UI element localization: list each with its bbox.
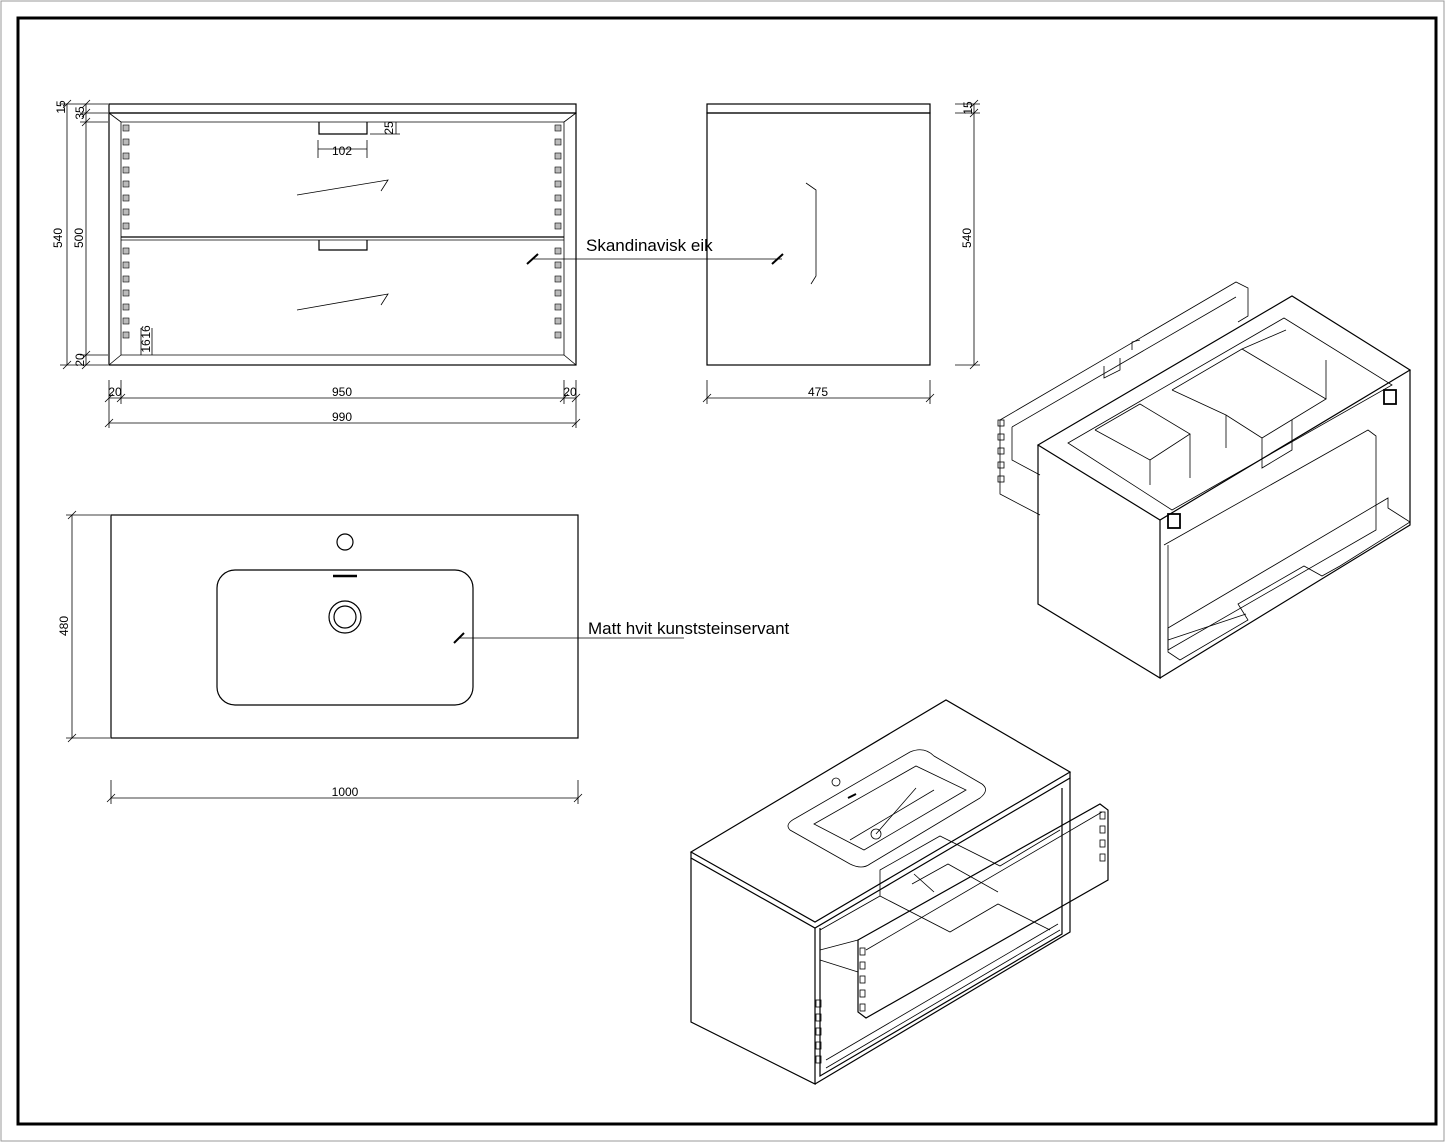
iso2-drain xyxy=(870,828,882,840)
drain-inner xyxy=(333,605,357,629)
opening-arrow-top xyxy=(296,179,389,196)
dim-left-20: 20 xyxy=(108,385,122,399)
dim-inner-16-a: 16 xyxy=(139,339,153,353)
front-cabinet-body xyxy=(108,112,577,366)
dovetail-joints-right xyxy=(554,124,562,339)
front-bottom-dimension-lines xyxy=(104,380,581,428)
basin-countertop-outline xyxy=(110,514,579,739)
oak-leader-line xyxy=(526,253,784,265)
tap-hole xyxy=(336,533,354,551)
side-cabinet-body xyxy=(706,112,931,366)
iso1-top-face xyxy=(1036,295,1412,521)
side-view: 15 540 475 xyxy=(702,99,980,404)
inner-16-dimension-lines xyxy=(140,328,153,355)
iso2-basin xyxy=(787,749,986,868)
basin-bowl xyxy=(216,569,474,706)
top-drawer-handle xyxy=(318,122,368,135)
iso2-drawer-front xyxy=(857,803,1109,1019)
dim-top-35: 35 xyxy=(73,106,87,120)
drain-outer xyxy=(328,600,362,634)
dim-handle-depth: 25 xyxy=(382,121,396,135)
iso2-tap-hole xyxy=(831,777,841,787)
iso1-dovetails xyxy=(997,419,1005,483)
side-countertop xyxy=(706,103,931,114)
dovetail-joints-left xyxy=(122,124,130,339)
front-left-dimension-lines xyxy=(60,99,108,370)
isometric-open-cabinet xyxy=(997,281,1412,680)
basin-dimension-lines xyxy=(66,510,583,804)
dim-bottom-20: 20 xyxy=(73,353,87,367)
bottom-drawer-handle xyxy=(318,240,368,251)
iso2-dovetails xyxy=(815,811,1106,1064)
iso1-bracket-left xyxy=(1167,513,1181,529)
dim-total-height: 540 xyxy=(51,228,65,248)
dim-total-width: 990 xyxy=(332,410,352,424)
basin-plan-view: 480 1000 Matt hvit kunststeinservant xyxy=(57,510,790,804)
material-label-basin: Matt hvit kunststeinservant xyxy=(588,619,790,638)
side-opening-arrow xyxy=(805,182,817,285)
front-countertop xyxy=(108,103,577,114)
side-dim-depth: 475 xyxy=(808,385,828,399)
side-dimension-lines xyxy=(702,99,980,404)
basin-dim-width: 1000 xyxy=(332,785,359,799)
dim-drawer-height: 500 xyxy=(72,228,86,248)
handle-dimension-lines xyxy=(317,122,400,158)
front-view: 15 35 540 500 20 102 25 16 16 xyxy=(51,99,784,428)
dim-right-20: 20 xyxy=(563,385,577,399)
dim-top-15: 15 xyxy=(54,100,68,114)
opening-arrow-bottom xyxy=(296,293,389,311)
iso1-bracket-right xyxy=(1383,389,1397,405)
dim-inner-16-b: 16 xyxy=(139,325,153,339)
side-dim-height: 540 xyxy=(960,228,974,248)
basin-dim-depth: 480 xyxy=(57,616,71,636)
drawing-frame xyxy=(16,16,1438,1126)
side-dim-top-15: 15 xyxy=(961,101,975,115)
dim-handle-width: 102 xyxy=(332,144,352,158)
dim-inner-width: 950 xyxy=(332,385,352,399)
basin-leader-line xyxy=(453,632,684,644)
material-label-oak: Skandinavisk eik xyxy=(586,236,713,255)
isometric-basin-cabinet xyxy=(689,699,1109,1085)
